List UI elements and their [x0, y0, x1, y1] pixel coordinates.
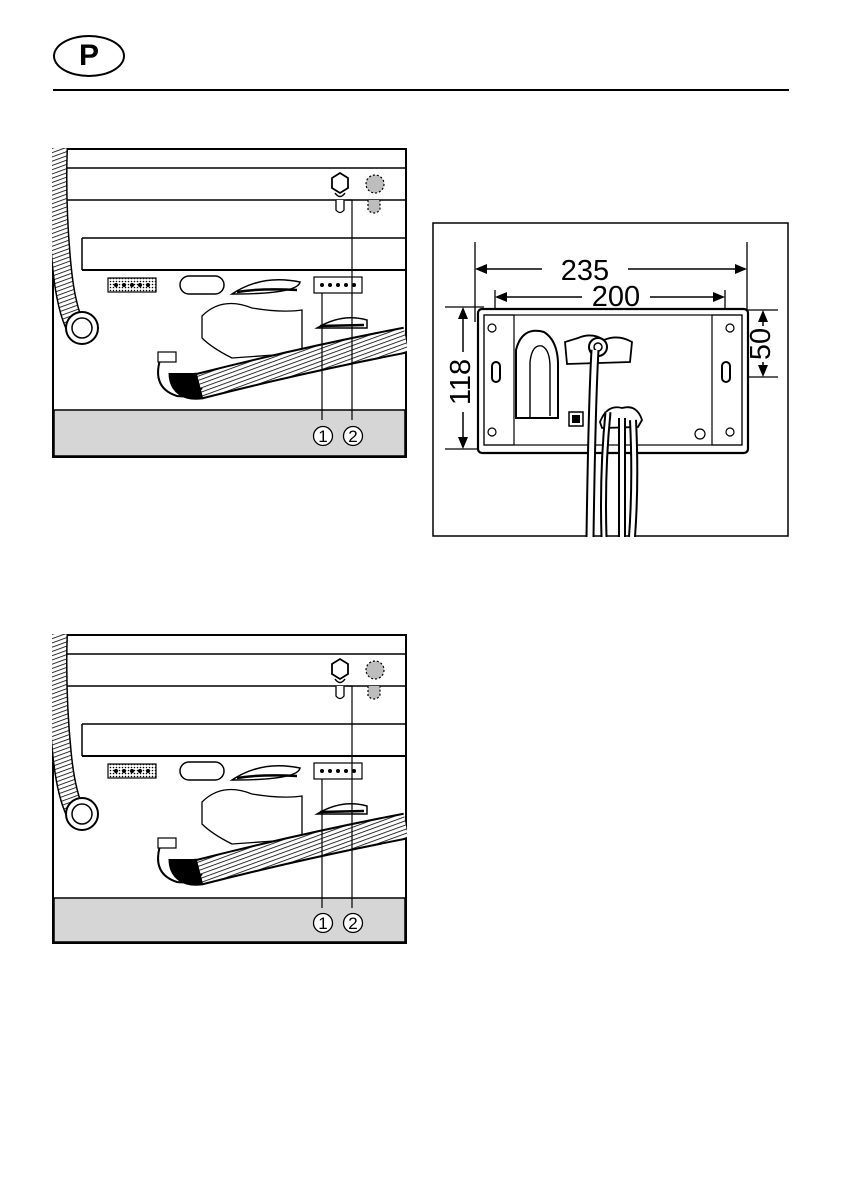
dim-height: 118	[445, 359, 477, 405]
valve-ghost	[366, 661, 384, 679]
oval-opening	[180, 762, 224, 780]
callout-2: 2	[348, 427, 357, 446]
mounting-plate-dimension-figure: 235 200 118 50	[432, 222, 789, 537]
header-rule	[53, 89, 789, 91]
keyhole-slot-left	[492, 362, 500, 382]
keyhole-slot-right	[722, 362, 730, 382]
language-badge: P	[53, 35, 125, 77]
dim-slot-offset: 50	[745, 328, 777, 360]
appliance-underside-figure-top: 1 2	[52, 148, 407, 458]
appliance-underside-figure-bottom: 1 2	[52, 634, 407, 944]
callout-1: 1	[318, 914, 327, 933]
valve-nut	[332, 173, 348, 193]
mounting-plate-drawing: 235 200 118 50	[432, 222, 789, 537]
callout-1: 1	[318, 427, 327, 446]
callout-2: 2	[348, 914, 357, 933]
oval-opening	[180, 276, 224, 294]
valve-nut	[332, 659, 348, 679]
valve-ghost	[366, 175, 384, 193]
appliance-underside-drawing: 1 2	[52, 148, 407, 458]
appliance-underside-drawing: 1 2	[52, 634, 407, 944]
